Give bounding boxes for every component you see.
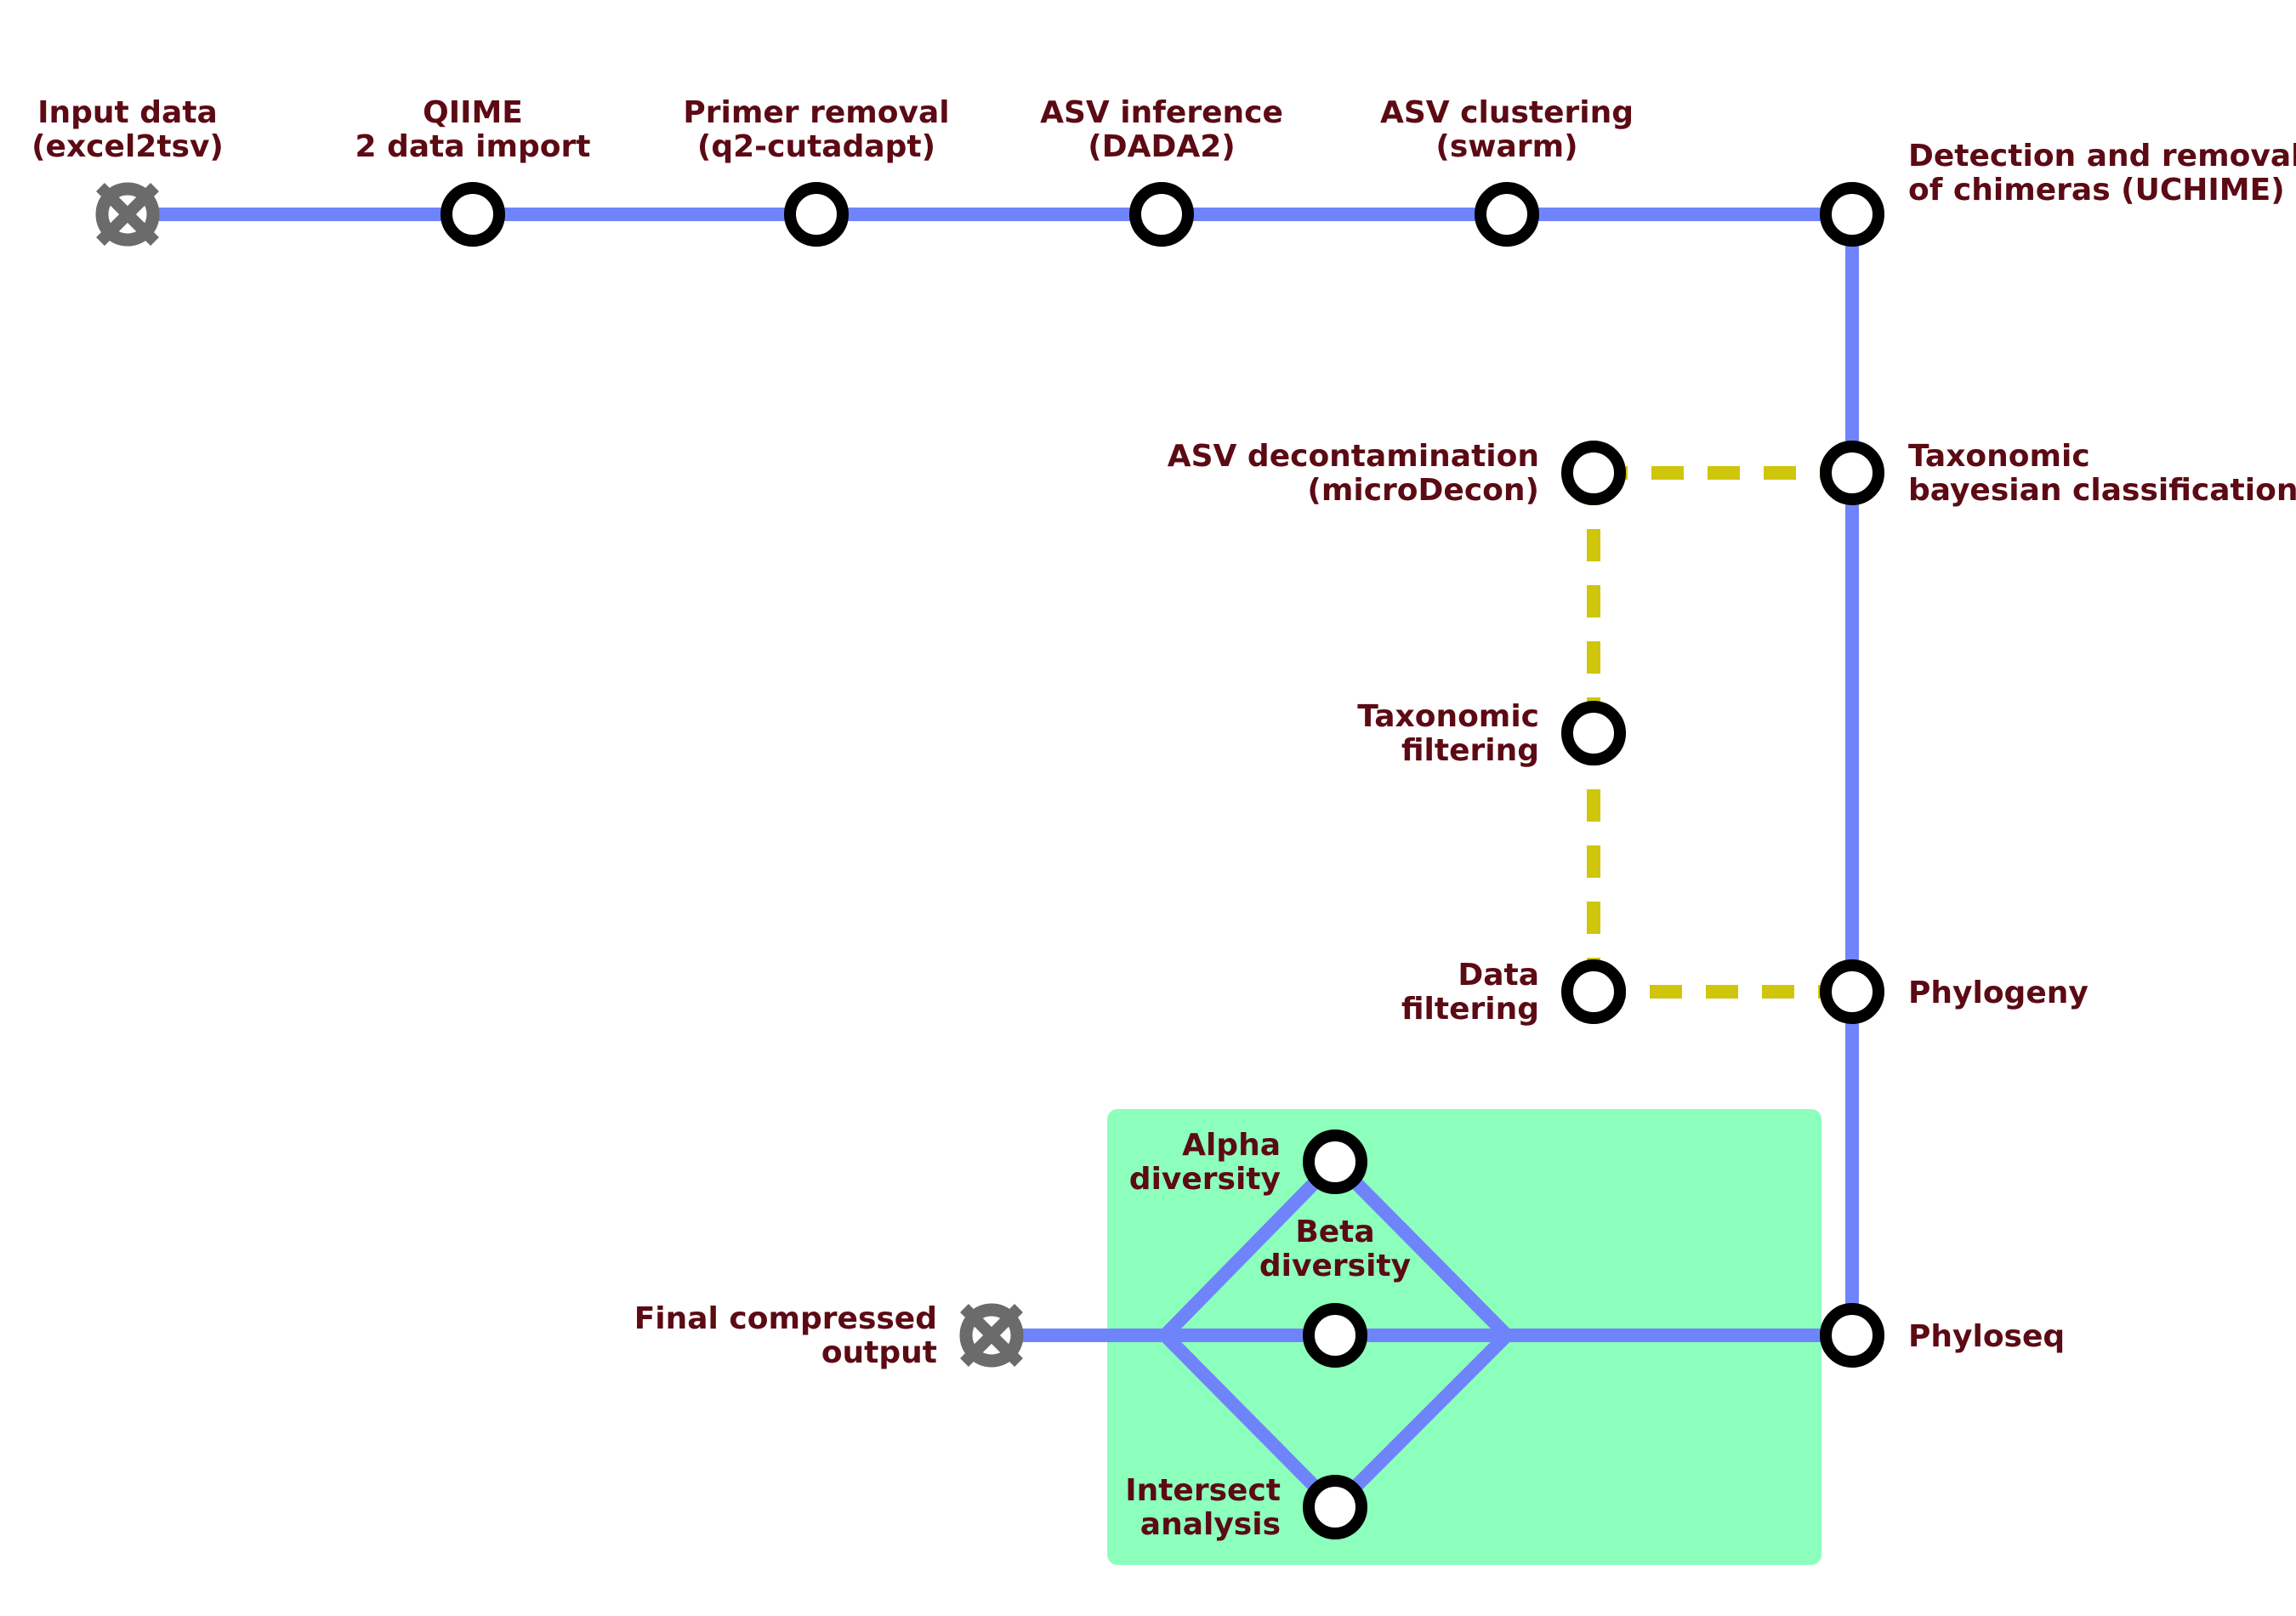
station-decontam [1561, 441, 1626, 505]
label-data_filter-line-1: Data [1458, 958, 1539, 993]
label-phylogeny-line-1: Phylogeny [1908, 976, 2089, 1010]
edge-intersect-to-final [992, 1329, 1340, 1512]
label-chimeras-line-1: Detection and removal [1908, 139, 2296, 174]
label-asv_clustering: ASV clustering(swarm) [1380, 95, 1634, 164]
label-decontam-line-1: ASV decontamination [1168, 439, 1539, 474]
label-qiime-line-1: QIIME [423, 95, 523, 130]
station-data_filter [1561, 959, 1626, 1024]
label-primer-line-2: (q2-cutadapt) [697, 129, 935, 164]
label-data_filter-line-2: filtering [1401, 992, 1539, 1027]
label-tax_filter-line-1: Taxonomic [1357, 699, 1539, 734]
label-asv_inference-line-1: ASV inference [1040, 95, 1283, 130]
station-circle [1820, 441, 1884, 505]
label-input: Input data(excel2tsv) [31, 95, 224, 164]
label-decontam-line-2: (microDecon) [1307, 473, 1539, 508]
station-circle [1303, 1475, 1367, 1539]
station-circle [1475, 182, 1539, 247]
station-phylogeny [1820, 959, 1884, 1024]
label-input-line-2: (excel2tsv) [31, 129, 224, 164]
label-intersect-line-1: Intersect [1125, 1473, 1281, 1508]
station-primer [784, 182, 849, 247]
label-decontam: ASV decontamination(microDecon) [1168, 439, 1539, 508]
label-asv_inference-line-2: (DADA2) [1088, 129, 1235, 164]
terminal-cross-icon [960, 1304, 1023, 1367]
label-tax_filter-line-2: filtering [1401, 733, 1539, 768]
edge-phyloseq-to-intersect [1330, 1329, 1852, 1512]
station-circle [1820, 182, 1884, 247]
label-primer: Primer removal(q2-cutadapt) [683, 95, 949, 164]
label-alpha-line-2: diversity [1129, 1162, 1281, 1197]
terminal-cross-icon [96, 183, 159, 246]
label-input-line-1: Input data [37, 95, 218, 130]
station-circle [1561, 441, 1626, 505]
label-final-line-2: output [821, 1335, 937, 1370]
station-circle [1129, 182, 1194, 247]
label-qiime-line-2: 2 data import [355, 129, 591, 164]
label-intersect-line-2: analysis [1140, 1507, 1281, 1542]
label-phylogeny: Phylogeny [1908, 976, 2089, 1010]
station-asv_inference [1129, 182, 1194, 247]
label-taxonomic_class-line-2: bayesian classification [1908, 473, 2296, 508]
station-final [959, 1303, 1024, 1368]
label-beta-line-2: diversity [1259, 1249, 1411, 1283]
label-asv_clustering-line-1: ASV clustering [1380, 95, 1634, 130]
station-circle [1820, 959, 1884, 1024]
label-chimeras-line-2: of chimeras (UCHIME) [1908, 173, 2285, 208]
label-asv_inference: ASV inference(DADA2) [1040, 95, 1283, 164]
station-tax_filter [1561, 701, 1626, 765]
station-alpha [1303, 1129, 1367, 1194]
station-circle [1303, 1303, 1367, 1368]
station-circle [784, 182, 849, 247]
label-asv_clustering-line-2: (swarm) [1435, 129, 1577, 164]
station-intersect [1303, 1475, 1367, 1539]
station-qiime [440, 182, 505, 247]
label-final-line-1: Final compressed [634, 1301, 937, 1336]
station-circle [1820, 1303, 1884, 1368]
station-beta [1303, 1303, 1367, 1368]
label-primer-line-1: Primer removal [683, 95, 949, 130]
label-taxonomic_class-line-1: Taxonomic [1908, 439, 2090, 474]
station-phyloseq [1820, 1303, 1884, 1368]
label-phyloseq-line-1: Phyloseq [1908, 1319, 2065, 1354]
label-alpha-line-1: Alpha [1182, 1128, 1281, 1163]
station-circle [1561, 959, 1626, 1024]
station-input [95, 182, 160, 247]
label-phyloseq: Phyloseq [1908, 1319, 2065, 1354]
station-chimeras [1820, 182, 1884, 247]
station-circle [440, 182, 505, 247]
station-circle [1303, 1129, 1367, 1194]
label-beta-line-1: Beta [1295, 1215, 1374, 1249]
station-asv_clustering [1475, 182, 1539, 247]
station-taxonomic_class [1820, 441, 1884, 505]
station-circle [1561, 701, 1626, 765]
